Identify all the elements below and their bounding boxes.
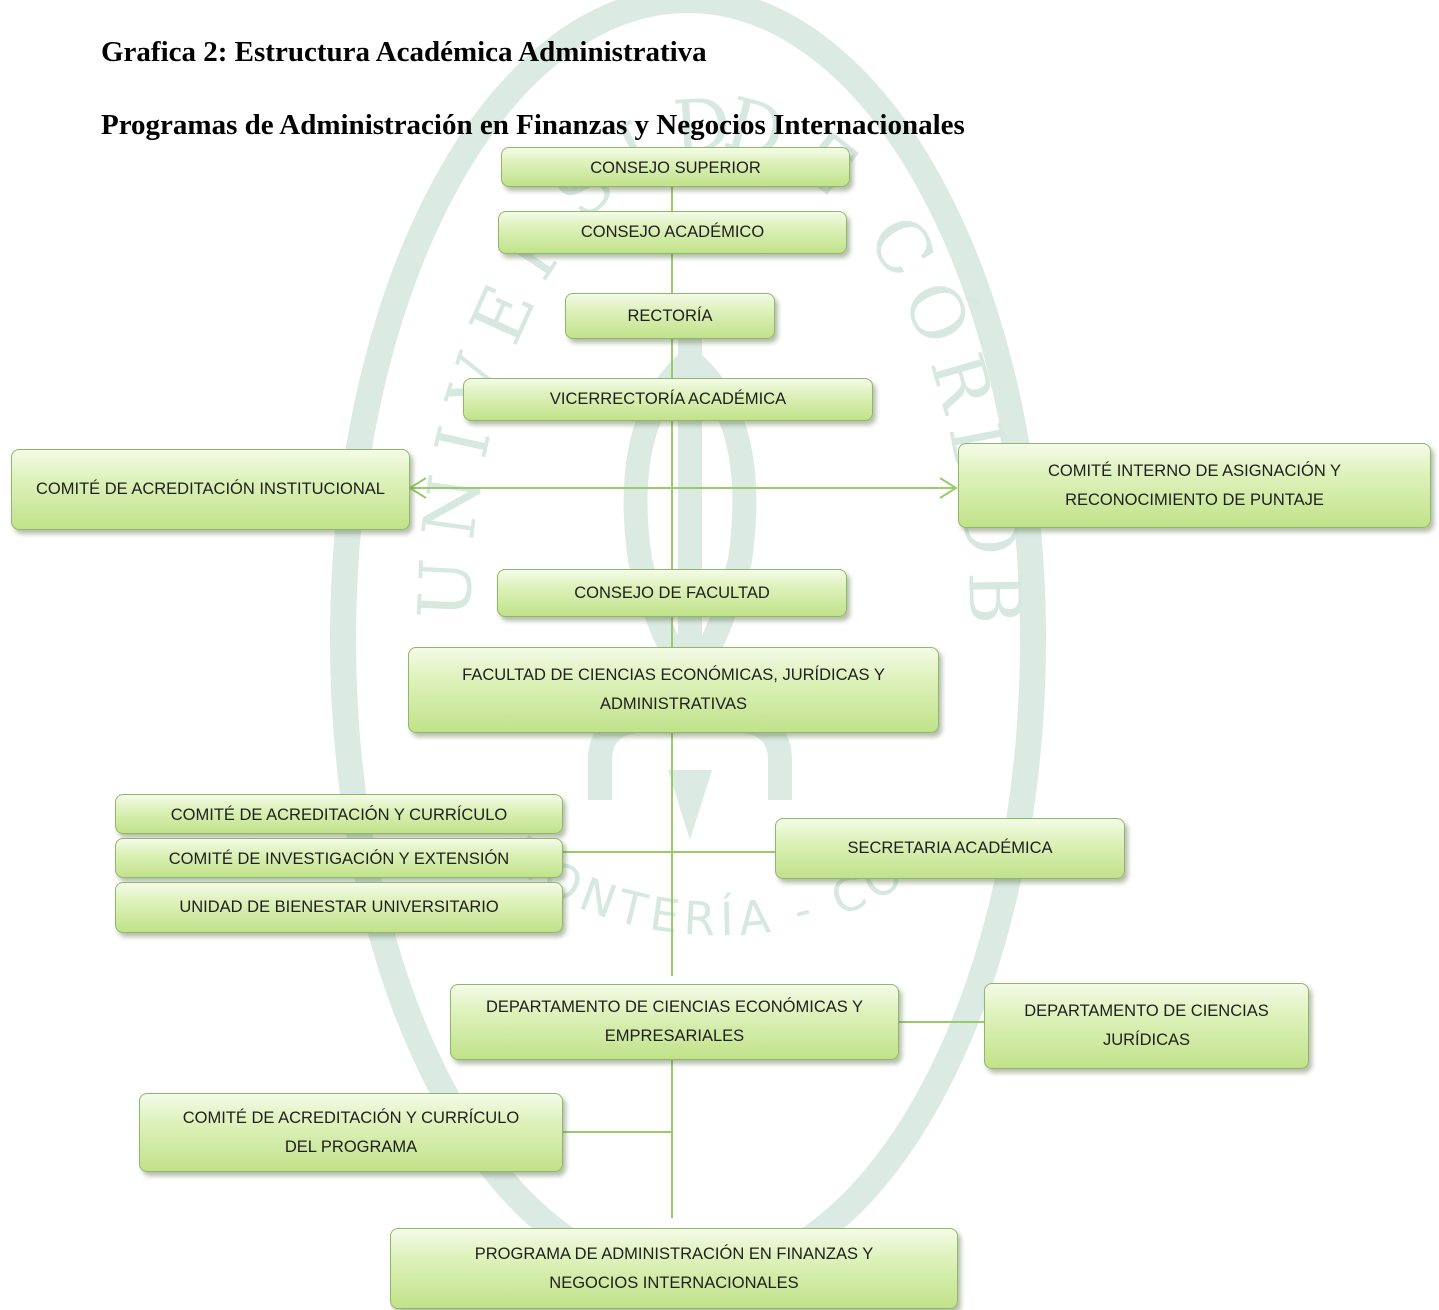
box-consejo-superior: CONSEJO SUPERIOR <box>501 147 850 187</box>
box-rectoria: RECTORÍA <box>565 293 775 339</box>
box-label: FACULTAD DE CIENCIAS ECONÓMICAS, JURÍDIC… <box>462 666 885 713</box>
box-comite-acreditacion-curriculo: COMITÉ DE ACREDITACIÓN Y CURRÍCULO <box>115 794 563 834</box>
arrow-left-icon <box>408 477 427 499</box>
box-label: VICERRECTORÍA ACADÉMICA <box>549 390 787 408</box>
box-departamento-economicas: DEPARTAMENTO DE CIENCIAS ECONÓMICAS Y EM… <box>450 984 899 1060</box>
box-label: CONSEJO DE FACULTAD <box>574 583 770 602</box>
box-consejo-facultad: CONSEJO DE FACULTAD <box>497 569 847 617</box>
document-subtitle: Programas de Administración en Finanzas … <box>101 109 965 141</box>
box-label: COMITÉ DE ACREDITACIÓN Y CURRÍCULO DEL P… <box>182 1108 520 1156</box>
box-facultad: FACULTAD DE CIENCIAS ECONÓMICAS, JURÍDIC… <box>408 647 939 733</box>
box-label: CONSEJO ACADÉMICO <box>580 223 765 241</box>
box-label: UNIDAD DE BIENESTAR UNIVERSITARIO <box>179 898 499 916</box>
box-label: PROGRAMA DE ADMINISTRACIÓN EN FINANZAS Y… <box>474 1244 874 1292</box>
box-unidad-bienestar: UNIDAD DE BIENESTAR UNIVERSITARIO <box>115 882 563 933</box>
seal-arrow-icon <box>668 770 712 840</box>
box-label: DEPARTAMENTO DE CIENCIAS JURÍDICAS <box>1024 1002 1269 1049</box>
box-label: COMITÉ INTERNO DE ASIGNACIÓN Y RECONOCIM… <box>1047 461 1342 509</box>
box-label: COMITÉ DE INVESTIGACIÓN Y EXTENSIÓN <box>168 850 510 868</box>
box-label: COMITÉ DE ACREDITACIÓN Y CURRÍCULO <box>170 806 508 824</box>
box-comite-programa: COMITÉ DE ACREDITACIÓN Y CURRÍCULO DEL P… <box>139 1093 563 1172</box>
box-label: SECRETARIA ACADÉMICA <box>847 839 1053 857</box>
box-label: DEPARTAMENTO DE CIENCIAS ECONÓMICAS Y EM… <box>485 998 864 1045</box>
box-comite-investigacion: COMITÉ DE INVESTIGACIÓN Y EXTENSIÓN <box>115 838 563 878</box>
box-departamento-juridicas: DEPARTAMENTO DE CIENCIAS JURÍDICAS <box>984 983 1309 1069</box>
box-vicerrectoria: VICERRECTORÍA ACADÉMICA <box>463 378 873 421</box>
arrow-right-icon <box>939 477 958 499</box>
box-comite-interno: COMITÉ INTERNO DE ASIGNACIÓN Y RECONOCIM… <box>958 443 1431 528</box>
box-label: CONSEJO SUPERIOR <box>590 159 761 177</box>
document-title: Grafica 2: Estructura Académica Administ… <box>101 36 707 68</box>
box-label: RECTORÍA <box>627 306 713 325</box>
box-secretaria-academica: SECRETARIA ACADÉMICA <box>775 818 1125 879</box>
box-consejo-academico: CONSEJO ACADÉMICO <box>498 211 847 254</box>
box-programa: PROGRAMA DE ADMINISTRACIÓN EN FINANZAS Y… <box>390 1228 958 1309</box>
box-comite-acreditacion-institucional: COMITÉ DE ACREDITACIÓN INSTITUCIONAL <box>11 449 410 530</box>
box-label: COMITÉ DE ACREDITACIÓN INSTITUCIONAL <box>36 480 385 498</box>
